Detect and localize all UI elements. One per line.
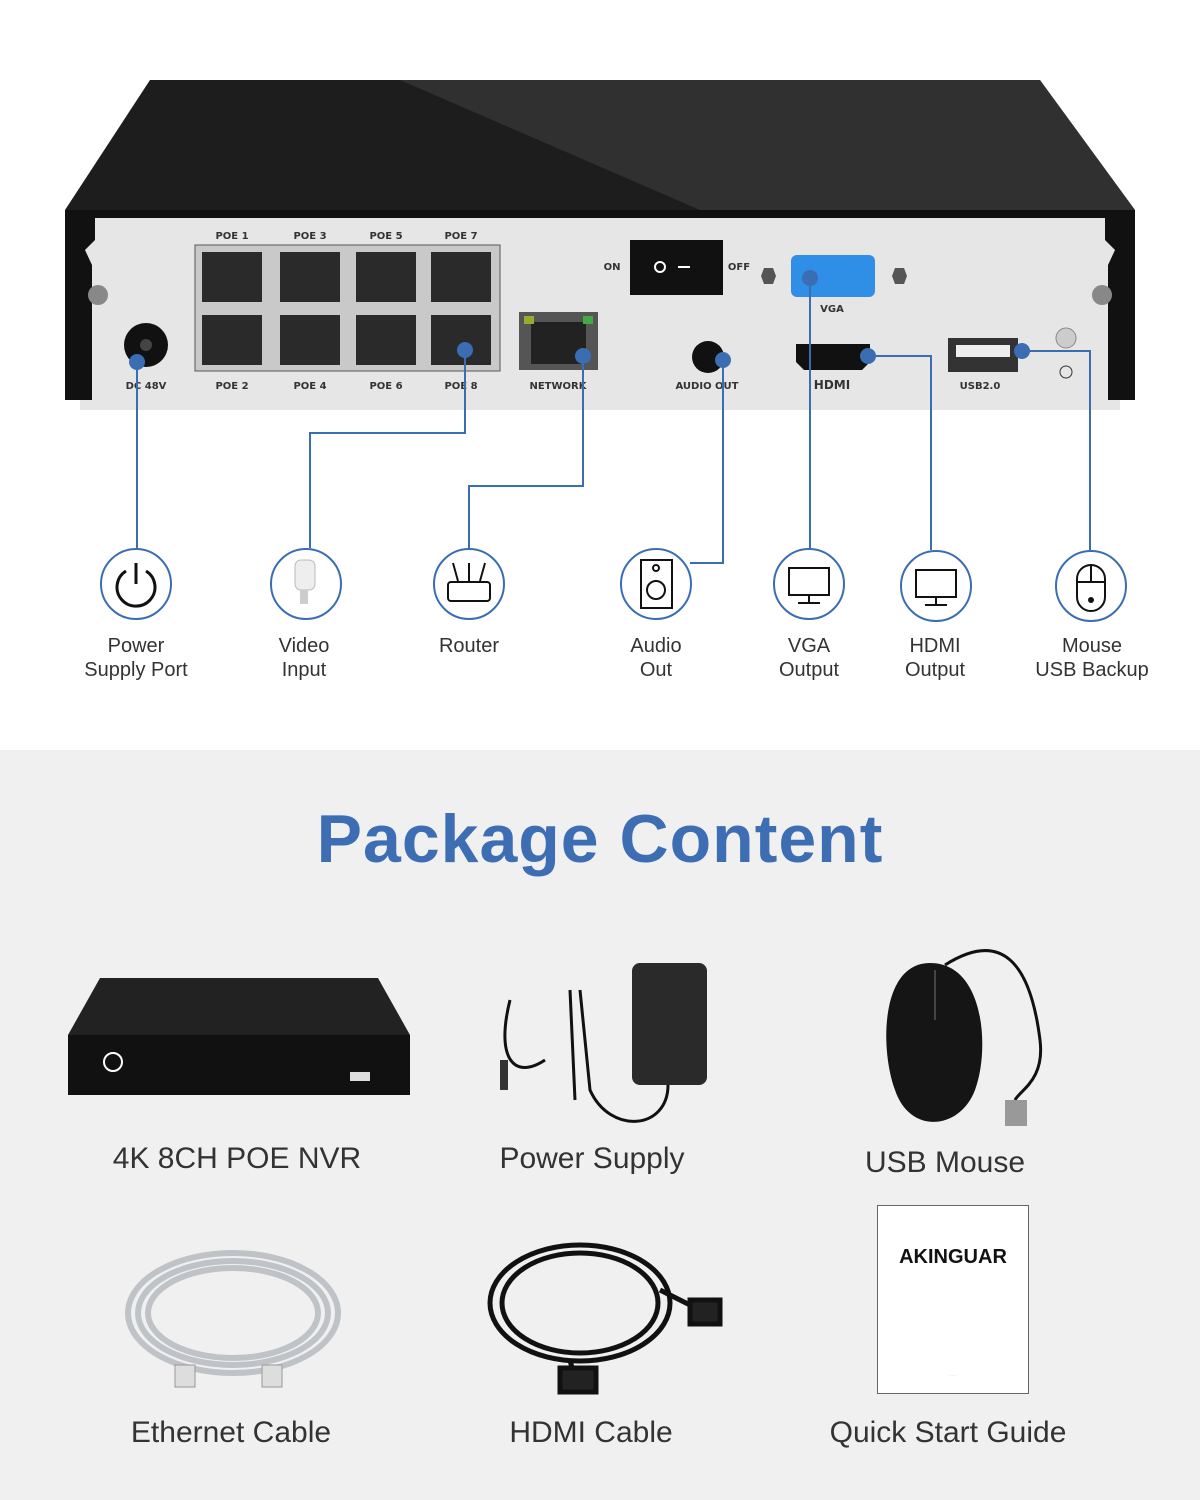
package-content-title: Package Content bbox=[316, 801, 884, 877]
item-power-supply: Power Supply bbox=[499, 1142, 685, 1175]
poe-port bbox=[202, 315, 262, 365]
hdmi-port bbox=[796, 344, 870, 370]
poe-label: POE 6 bbox=[369, 381, 402, 392]
power-switch bbox=[630, 240, 723, 295]
poe-label: POE 7 bbox=[444, 231, 477, 242]
mouse-icon bbox=[1055, 550, 1127, 622]
item-usb-mouse: USB Mouse bbox=[864, 1146, 1026, 1179]
item-ethernet-cable: Ethernet Cable bbox=[130, 1416, 332, 1449]
router-icon bbox=[433, 548, 505, 620]
on-label: ON bbox=[604, 262, 621, 273]
poe-label: POE 3 bbox=[293, 231, 326, 242]
vga-label: VGA bbox=[820, 304, 844, 315]
hdmi-label: HDMI bbox=[814, 378, 850, 392]
hdmi-cable-image bbox=[487, 1242, 723, 1395]
item-hdmi-cable: HDMI Cable bbox=[509, 1416, 673, 1449]
poe-label: POE 4 bbox=[293, 381, 326, 392]
poe-port bbox=[202, 252, 262, 302]
network-label: NETWORK bbox=[529, 381, 587, 392]
poe-port bbox=[431, 315, 491, 365]
audio-jack bbox=[692, 341, 724, 373]
poe-label: POE 5 bbox=[369, 231, 402, 242]
vga-monitor-icon bbox=[773, 548, 845, 620]
poe-label: POE 1 bbox=[215, 231, 248, 242]
poe-port bbox=[280, 315, 340, 365]
label-router: Router bbox=[438, 635, 500, 657]
audio-label: AUDIO OUT bbox=[676, 381, 739, 392]
poe-port bbox=[431, 252, 491, 302]
line-video bbox=[309, 350, 466, 548]
dc-label: DC 48V bbox=[126, 381, 167, 392]
poe-label: POE 8 bbox=[444, 381, 477, 392]
poe-port bbox=[356, 252, 416, 302]
poe-port bbox=[356, 315, 416, 365]
poe-port bbox=[280, 252, 340, 302]
power-supply-image bbox=[500, 963, 707, 1123]
nvr-product-image bbox=[68, 978, 410, 1095]
ethernet-cable-image bbox=[125, 1250, 341, 1388]
item-nvr: 4K 8CH POE NVR bbox=[112, 1142, 362, 1175]
left-flange bbox=[65, 210, 95, 400]
right-flange bbox=[1105, 210, 1135, 400]
usb-label: USB2.0 bbox=[960, 381, 1001, 392]
line-hdmi bbox=[868, 355, 932, 550]
guide-brand: AKINGUAR bbox=[899, 1246, 1007, 1268]
usb-mouse-image bbox=[886, 949, 1043, 1126]
quick-start-guide-image: AKINGUAR · · · bbox=[877, 1205, 1029, 1394]
hdmi-monitor-icon bbox=[900, 550, 972, 622]
line-router bbox=[468, 356, 584, 548]
item-quick-start-guide: Quick Start Guide bbox=[829, 1416, 1067, 1449]
line-usb bbox=[1022, 350, 1091, 550]
speaker-icon bbox=[620, 548, 692, 620]
line-audio bbox=[690, 360, 724, 564]
off-label: OFF bbox=[728, 262, 750, 273]
poe-label: POE 2 bbox=[215, 381, 248, 392]
vga-port bbox=[791, 255, 875, 297]
